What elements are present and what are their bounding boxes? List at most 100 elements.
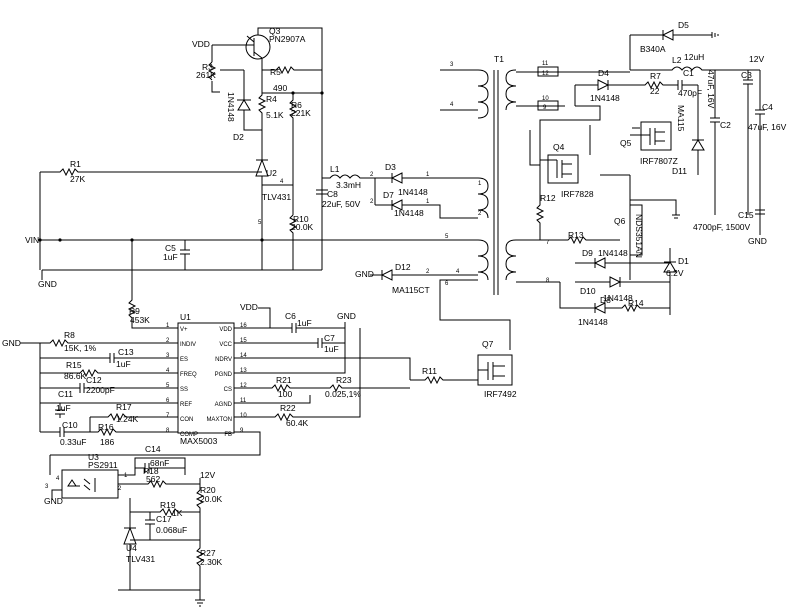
output-section: D5 B340A L2 12uH 12V D4 1N4148 R7 22 C1 … bbox=[535, 20, 787, 327]
d8-ref: D8 bbox=[600, 295, 611, 305]
u1-pin-name-vdd: VDD bbox=[219, 327, 232, 333]
r6-ref: R6 bbox=[291, 100, 302, 110]
c7-value: 1uF bbox=[324, 344, 339, 354]
u1-value: MAX5003 bbox=[180, 436, 218, 446]
c15-value: 4700pF, 1500V bbox=[693, 222, 751, 232]
svg-text:2: 2 bbox=[118, 486, 122, 492]
r9-value: 453K bbox=[130, 315, 150, 325]
c8-ref: C8 bbox=[327, 189, 338, 199]
svg-text:4: 4 bbox=[456, 269, 460, 275]
r19-value: 1K bbox=[172, 508, 183, 518]
u1-pin-name-freq: FREQ bbox=[180, 372, 197, 378]
u1-pin-number: 7 bbox=[166, 413, 170, 419]
u1-pin-name-fb: FB bbox=[224, 432, 232, 438]
u1-ref: U1 bbox=[180, 312, 191, 322]
c2-ref: C2 bbox=[720, 120, 731, 130]
d9-value: 1N4148 bbox=[598, 248, 628, 258]
d3-ref: D3 bbox=[385, 162, 396, 172]
c17-ref: C17 bbox=[156, 514, 172, 524]
u1-pin-number: 10 bbox=[240, 413, 247, 419]
u1-pin-number: 12 bbox=[240, 383, 247, 389]
svg-text:12: 12 bbox=[542, 71, 549, 77]
net-vdd-label: VDD bbox=[192, 39, 210, 49]
u1-pin-number: 9 bbox=[240, 428, 244, 434]
gnd-label-left: GND bbox=[38, 279, 57, 289]
u1-pin-name-agnd: AGND bbox=[215, 402, 233, 408]
r1-value: 27K bbox=[70, 174, 85, 184]
u2-value: TLV431 bbox=[262, 192, 291, 202]
u1-pin-number: 13 bbox=[240, 368, 247, 374]
u1-pin-name-es: ES bbox=[180, 357, 188, 363]
r18-value: 562 bbox=[146, 474, 160, 484]
c10-ref: C10 bbox=[62, 420, 78, 430]
u1-pin-name-ss: SS bbox=[180, 387, 188, 393]
r15-value: 86.6K bbox=[64, 371, 87, 381]
r6-value: 221K bbox=[291, 108, 311, 118]
d1-value: 6.2V bbox=[666, 268, 684, 278]
r27-ref: R27 bbox=[200, 548, 216, 558]
r20-ref: R20 bbox=[200, 485, 216, 495]
svg-text:2: 2 bbox=[370, 172, 374, 178]
net-vdd-label-2: VDD bbox=[240, 302, 258, 312]
d10-ref: D10 bbox=[580, 286, 596, 296]
d8-value: 1N4148 bbox=[578, 317, 608, 327]
gnd-label-d12: GND bbox=[355, 269, 374, 279]
r17-ref: R17 bbox=[116, 402, 132, 412]
r19-ref: R19 bbox=[160, 500, 176, 510]
gnd-label-right: GND bbox=[748, 236, 767, 246]
r18-ref: R18 bbox=[143, 466, 159, 476]
svg-text:3: 3 bbox=[45, 484, 49, 490]
r8-value: 15K, 1% bbox=[64, 343, 97, 353]
c5-ref: C5 bbox=[165, 243, 176, 253]
net-12v-label-2: 12V bbox=[200, 470, 215, 480]
r5-value: 490 bbox=[273, 83, 287, 93]
r4-value: 5.1K bbox=[266, 110, 284, 120]
d12-value: MA115CT bbox=[392, 285, 430, 295]
r5-ref: R5 bbox=[270, 67, 281, 77]
svg-text:1: 1 bbox=[124, 473, 128, 479]
u1-pin-number: 11 bbox=[240, 398, 247, 404]
svg-text:4: 4 bbox=[56, 476, 60, 482]
r8-ref: R8 bbox=[64, 330, 75, 340]
r23-value: 0.025,1% bbox=[325, 389, 361, 399]
c10-value: 0.33uF bbox=[60, 437, 86, 447]
u1-pin-name-vcc: VCC bbox=[219, 342, 232, 348]
r15-ref: R15 bbox=[66, 360, 82, 370]
d4-value: 1N4148 bbox=[590, 93, 620, 103]
c11-value: 1uF bbox=[56, 403, 71, 413]
c8-value: 22uF, 50V bbox=[322, 199, 361, 209]
u1-pin-number: 15 bbox=[240, 338, 247, 344]
u2-ref: U2 bbox=[266, 168, 277, 178]
u1-chip-body bbox=[177, 322, 235, 434]
c7-ref: C7 bbox=[324, 333, 335, 343]
l1-ref: L1 bbox=[330, 164, 340, 174]
c15-ref: C15 bbox=[738, 210, 754, 220]
r11-ref: R11 bbox=[422, 366, 437, 376]
svg-text:4: 4 bbox=[280, 179, 284, 185]
u4-value: TLV431 bbox=[126, 554, 155, 564]
svg-text:1: 1 bbox=[478, 181, 482, 187]
svg-text:5: 5 bbox=[258, 220, 262, 226]
d4-ref: D4 bbox=[598, 68, 609, 78]
q5-mosfet-symbol bbox=[640, 121, 672, 151]
svg-text:9: 9 bbox=[543, 105, 547, 111]
c1-value: 470pF bbox=[678, 88, 702, 98]
r3-value: 261K bbox=[196, 70, 216, 80]
q4-value: IRF7828 bbox=[561, 189, 594, 199]
u1-pin-name-pgnd: PGND bbox=[215, 372, 233, 378]
c1-ref: C1 bbox=[683, 68, 694, 78]
u1-pin-number: 14 bbox=[240, 353, 247, 359]
q3-value: PN2907A bbox=[269, 34, 306, 44]
t1-ref: T1 bbox=[494, 54, 504, 64]
u1-pin-name-cs: CS bbox=[224, 387, 232, 393]
r23-ref: R23 bbox=[336, 375, 352, 385]
svg-text:1: 1 bbox=[426, 172, 430, 178]
c14-ref: C14 bbox=[145, 444, 161, 454]
u1-pin-name-indiv: INDIV bbox=[180, 342, 196, 348]
q6-value: NDS351AN bbox=[634, 214, 644, 258]
r3-ref: R3 bbox=[202, 62, 213, 72]
q7-value: IRF7492 bbox=[484, 389, 517, 399]
u1-pin-name-con: CON bbox=[180, 417, 193, 423]
svg-text:10: 10 bbox=[542, 96, 549, 102]
